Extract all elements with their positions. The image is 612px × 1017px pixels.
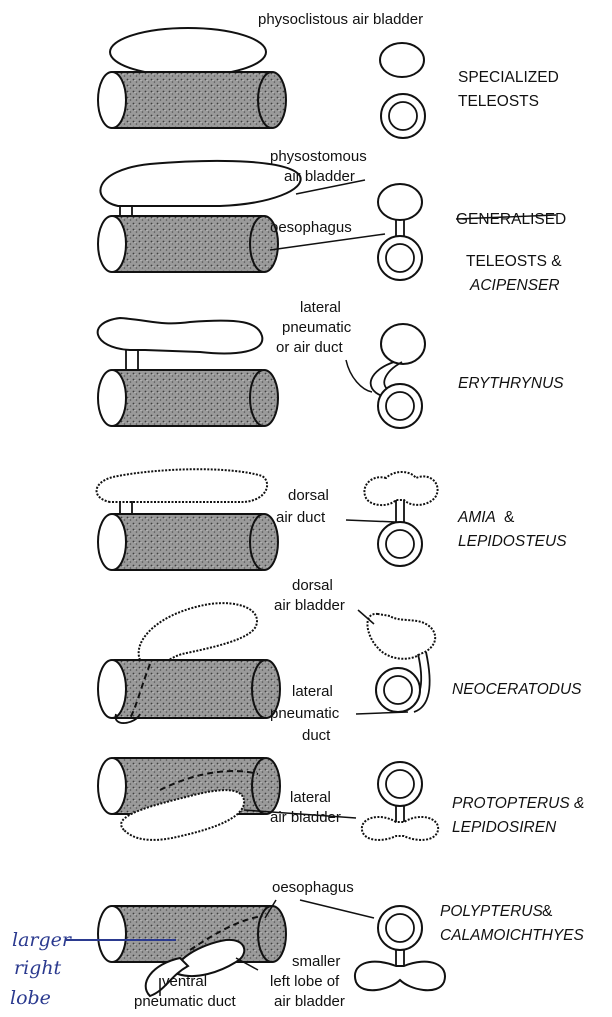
- note-lobe: lobe: [10, 987, 51, 1009]
- label-pneumatic-duct: pneumatic duct: [134, 993, 237, 1010]
- label-dorsal: dorsal: [288, 487, 329, 504]
- gut-tube: [98, 370, 278, 426]
- class-polypterus-amp: &: [542, 903, 553, 920]
- bladder-section: [380, 43, 424, 77]
- oesophagus-section: [381, 94, 425, 138]
- label-dorsal: dorsal: [292, 577, 333, 594]
- class-protopterus: PROTOPTERUS &: [452, 795, 584, 812]
- class-lepidosteus: LEPIDOSTEUS: [458, 533, 567, 550]
- label-pneumatic: pneumatic: [270, 705, 340, 722]
- bladder-section: [355, 962, 445, 991]
- bladder: [98, 318, 263, 353]
- class-erythrynus: ERYTHRYNUS: [458, 375, 564, 392]
- oesophagus-section: [376, 668, 420, 712]
- physoclistous-bladder: [110, 28, 266, 76]
- label-air-bladder: air bladder: [274, 597, 345, 614]
- bladder-section: [364, 472, 437, 505]
- note-right: right: [14, 957, 62, 979]
- label-air-bladder: air bladder: [270, 809, 341, 826]
- row-polypterus-calamoichthyes: oesophagus smaller left lobe of air blad…: [98, 879, 584, 1010]
- note-larger: larger: [12, 929, 73, 951]
- label-physoclistous: physoclistous air bladder: [258, 11, 423, 28]
- label-air-bladder: air bladder: [284, 168, 355, 185]
- bladder: [97, 469, 268, 502]
- label-oesophagus: oesophagus: [270, 219, 352, 236]
- gut-tube: [98, 514, 278, 570]
- class-acipenser: ACIPENSER: [469, 277, 560, 294]
- physostomous-bladder: [100, 161, 300, 206]
- oesophagus-section: [378, 906, 422, 950]
- oesophagus-section: [378, 236, 422, 280]
- class-teleosts: TELEOSTS: [458, 93, 539, 110]
- row-amia-lepidosteus: dorsal air duct AMIA & LEPIDOSTEUS: [97, 469, 568, 570]
- row-protopterus-lepidosiren: lateral air bladder PROTOPTERUS & LEPIDO…: [98, 758, 584, 840]
- label-physostomous: physostomous: [270, 148, 367, 165]
- class-calamoichthyes: CALAMOICHTHYES: [440, 927, 584, 944]
- label-duct: duct: [302, 727, 331, 744]
- label-lateral: lateral: [290, 789, 331, 806]
- gut-tube: [98, 72, 286, 128]
- oesophagus-section: [378, 384, 422, 428]
- oesophagus-section: [378, 762, 422, 806]
- class-polypterus: POLYPTERUS: [440, 903, 543, 920]
- label-pneumatic: pneumatic: [282, 319, 352, 336]
- label-smaller: smaller: [292, 953, 340, 970]
- bladder-section: [362, 817, 438, 840]
- row-generalised-teleosts: physostomous air bladder oesophagus GENE…: [98, 148, 566, 294]
- bladder-section: [378, 184, 422, 220]
- row-erythrynus: lateral pneumatic or air duct ERYTHRYNUS: [98, 299, 565, 428]
- label-ventral: ventral: [162, 973, 207, 990]
- class-lepidosiren: LEPIDOSIREN: [452, 819, 557, 836]
- class-specialized: SPECIALIZED: [458, 69, 559, 86]
- label-or-air-duct: or air duct: [276, 339, 344, 356]
- bladder-section: [367, 614, 435, 659]
- label-lateral: lateral: [300, 299, 341, 316]
- label-lateral: lateral: [292, 683, 333, 700]
- class-generalised: GENERALISED: [456, 211, 566, 228]
- class-amia-amp: &: [504, 509, 515, 526]
- label-oesophagus: oesophagus: [272, 879, 354, 896]
- class-neoceratodus: NEOCERATODUS: [452, 681, 582, 698]
- label-left-lobe-of: left lobe of: [270, 973, 340, 990]
- bladder-section: [381, 324, 425, 364]
- class-teleosts-acipenser: TELEOSTS &: [466, 253, 562, 270]
- label-air-duct: air duct: [276, 509, 326, 526]
- row-specialized-teleosts: physoclistous air bladder SPECIALIZED TE…: [98, 11, 559, 138]
- row-neoceratodus: dorsal air bladder lateral pneumatic duc…: [98, 577, 582, 744]
- gut-tube: [98, 216, 278, 272]
- label-air-bladder: air bladder: [274, 993, 345, 1010]
- gut-tube: [98, 660, 280, 718]
- class-amia: AMIA: [457, 509, 496, 526]
- oesophagus-section: [378, 522, 422, 566]
